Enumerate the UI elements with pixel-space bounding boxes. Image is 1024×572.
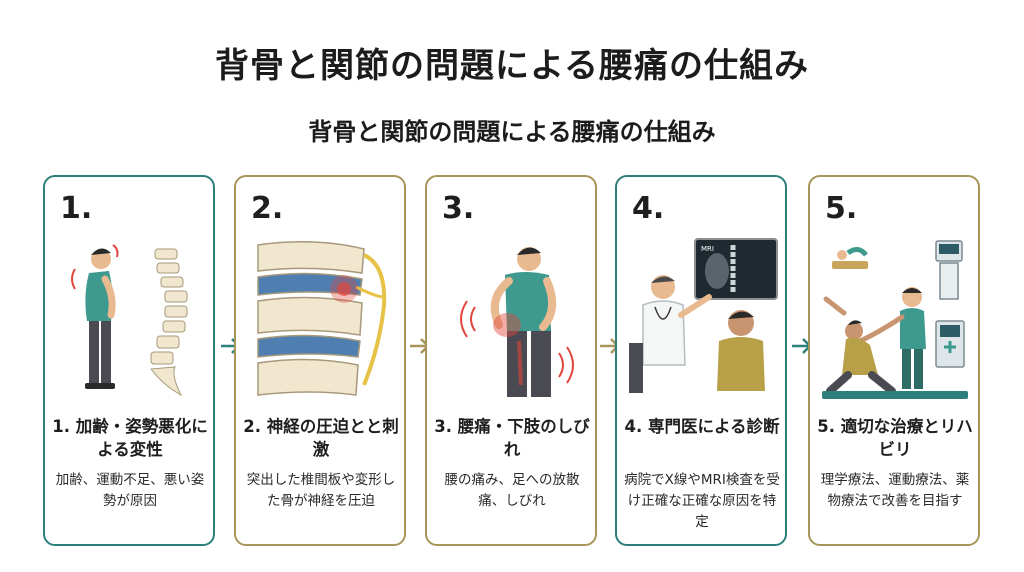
step-heading: 5. 適切な治療とリハビリ: [817, 417, 973, 459]
step-number: 2.: [251, 191, 284, 226]
step-description: 病院でX線やMRI検査を受け正確な正確な原因を特定: [624, 472, 780, 530]
step-card-1: 1. 1. 加齢・姿勢悪化による変性 加齢、運動不足、悪い姿勢が原因: [43, 175, 215, 546]
step-card-2: 2. 2. 神経の圧迫とと刺激 突出した椎間板や変形した骨が神経を圧迫: [234, 175, 406, 546]
bent-man-spine-icon: [71, 244, 188, 397]
step-number: 1.: [60, 191, 93, 226]
step-heading: 2. 神経の圧迫とと刺激: [243, 417, 399, 459]
rehab-therapy-icon: [822, 240, 968, 399]
step-card-4: 4. MRI 4. 専門医による診断 病院でX線やMRI検査を受け正確な正確な原…: [615, 175, 787, 546]
page-subtitle: 背骨と関節の問題による腰痛の仕組み: [308, 118, 716, 146]
step-description: 突出した椎間板や変形した骨が神経を圧迫: [246, 472, 396, 509]
step-description: 腰の痛み、足への放散痛、しびれ: [444, 472, 580, 509]
step-number: 5.: [825, 191, 858, 226]
page-title: 背骨と関節の問題による腰痛の仕組み: [215, 46, 809, 86]
step-number: 4.: [632, 191, 665, 226]
back-pain-man-icon: [460, 247, 574, 397]
mri-label: MRI: [701, 245, 714, 253]
step-number: 3.: [442, 191, 475, 226]
step-card-3: 3. 3. 腰痛・下肢のしびれ 腰の痛み、足への放散痛、しびれ: [425, 175, 597, 546]
doctor-mri-consult-icon: MRI: [629, 238, 778, 393]
step-description: 理学療法、運動療法、薬物療法で改善を目指す: [820, 472, 970, 509]
step-heading: 3. 腰痛・下肢のしびれ: [434, 417, 590, 459]
step-description: 加齢、運動不足、悪い姿勢が原因: [55, 472, 205, 509]
step-heading: 4. 専門医による診断: [624, 417, 780, 436]
disc-nerve-compression-icon: [257, 241, 387, 396]
step-heading: 1. 加齢・姿勢悪化による変性: [52, 417, 208, 459]
step-card-5: 5. 5. 適切な治療とリハビリ 理学療法、運動療法、薬物療法で改善を目指す: [808, 175, 980, 546]
